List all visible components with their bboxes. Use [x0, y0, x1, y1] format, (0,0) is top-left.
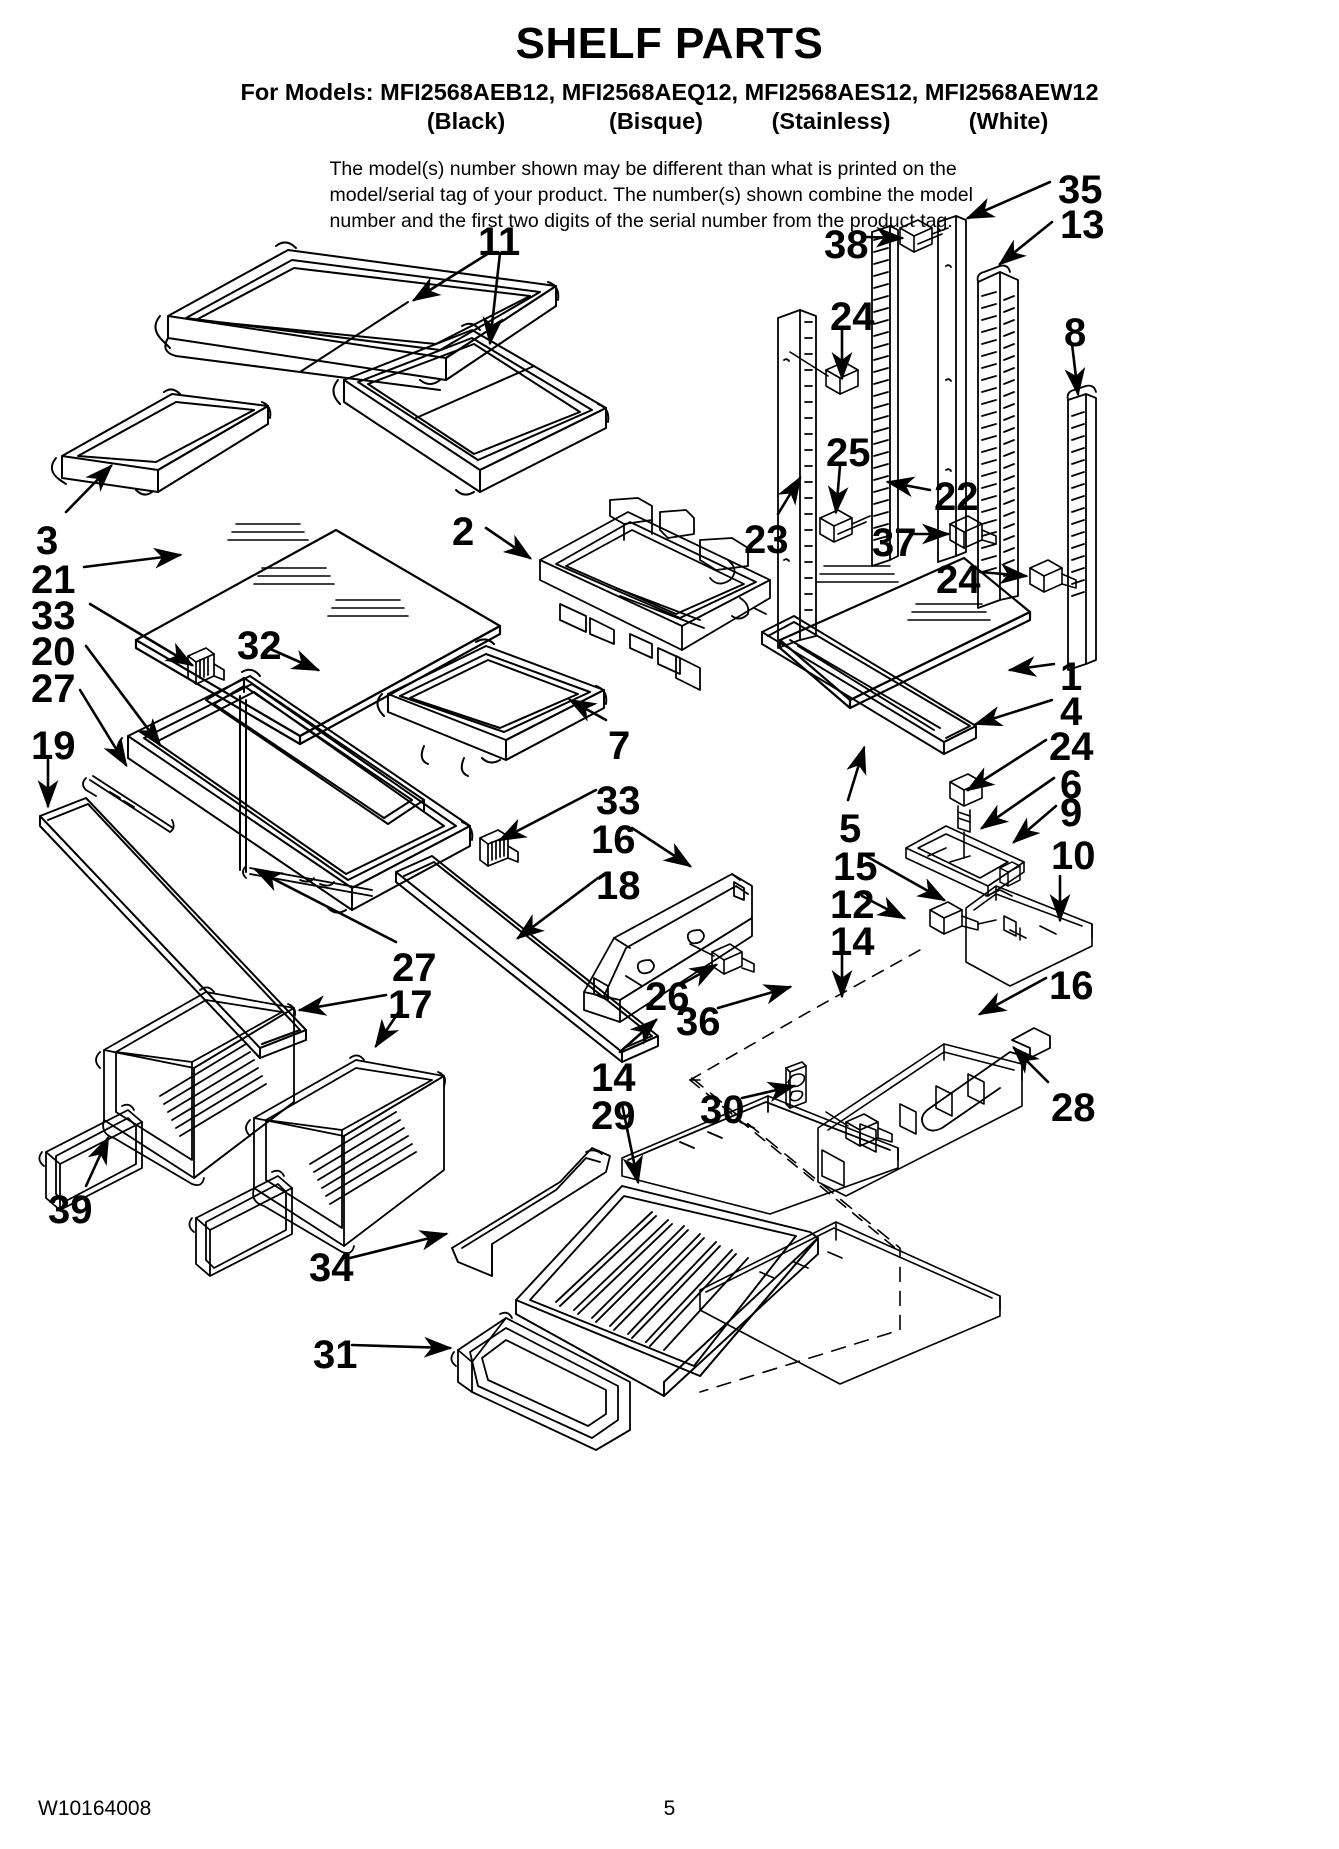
callout-35: 35	[1058, 168, 1103, 212]
callout-25: 25	[826, 431, 871, 475]
callout-30: 30	[700, 1088, 745, 1132]
callout-18: 18	[596, 864, 641, 908]
callout-8: 8	[1064, 311, 1087, 355]
page-number: 5	[663, 1797, 676, 1820]
callout-5: 5	[839, 807, 862, 851]
callout-28: 28	[1051, 1086, 1096, 1130]
callout-39: 39	[48, 1188, 93, 1232]
finish-white: (White)	[968, 107, 1049, 134]
callout-27-a: 27	[31, 667, 76, 711]
page-title: SHELF PARTS	[515, 19, 824, 68]
callout-37: 37	[872, 521, 917, 565]
callout-15: 15	[833, 845, 878, 889]
callout-33-a: 33	[31, 594, 76, 638]
callout-24-a: 24	[830, 295, 875, 339]
callout-20: 20	[31, 630, 76, 674]
callout-24-c: 24	[1049, 725, 1094, 769]
callout-32: 32	[237, 624, 282, 668]
finish-black: (Black)	[426, 107, 506, 134]
callout-10: 10	[1051, 834, 1096, 878]
callout-6: 6	[1060, 763, 1083, 807]
callout-2: 2	[452, 510, 475, 554]
callout-23: 23	[744, 518, 789, 562]
callout-9: 9	[1060, 791, 1083, 835]
callout-4: 4	[1060, 690, 1083, 734]
finish-stainless: (Stainless)	[771, 107, 891, 134]
document-number: W10164008	[38, 1797, 152, 1820]
callout-14-a: 14	[830, 920, 875, 964]
callout-26: 26	[645, 975, 690, 1019]
model-number-note: The model(s) number shown may be differe…	[329, 157, 973, 232]
models-line: For Models: MFI2568AEB12, MFI2568AEQ12, …	[240, 79, 1099, 105]
callout-22: 22	[934, 475, 979, 519]
callout-13: 13	[1060, 203, 1105, 247]
callout-12: 12	[830, 883, 875, 927]
callout-1: 1	[1060, 655, 1083, 699]
callout-21: 21	[31, 558, 76, 602]
callout-24-b: 24	[936, 558, 981, 602]
callout-33-b: 33	[596, 779, 641, 823]
page-header: SHELF PARTS For Models: MFI2568AEB12, MF…	[0, 0, 1339, 234]
callout-29: 29	[591, 1094, 636, 1138]
callout-19: 19	[31, 724, 76, 768]
callout-3: 3	[36, 519, 59, 563]
finish-row: (Black) (Bisque) (Stainless) (White)	[0, 108, 1339, 135]
callout-34: 34	[309, 1246, 354, 1290]
callout-17: 17	[388, 983, 433, 1027]
callout-7: 7	[608, 724, 631, 768]
callout-11: 11	[478, 220, 521, 264]
callout-27-b: 27	[392, 946, 437, 990]
callout-31: 31	[313, 1333, 358, 1377]
callout-14-b: 14	[591, 1056, 636, 1100]
callout-36: 36	[676, 1000, 721, 1044]
finish-bisque: (Bisque)	[609, 107, 703, 134]
callout-16-b: 16	[1049, 964, 1094, 1008]
callout-38: 38	[824, 223, 869, 267]
callout-16-a: 16	[591, 818, 636, 862]
